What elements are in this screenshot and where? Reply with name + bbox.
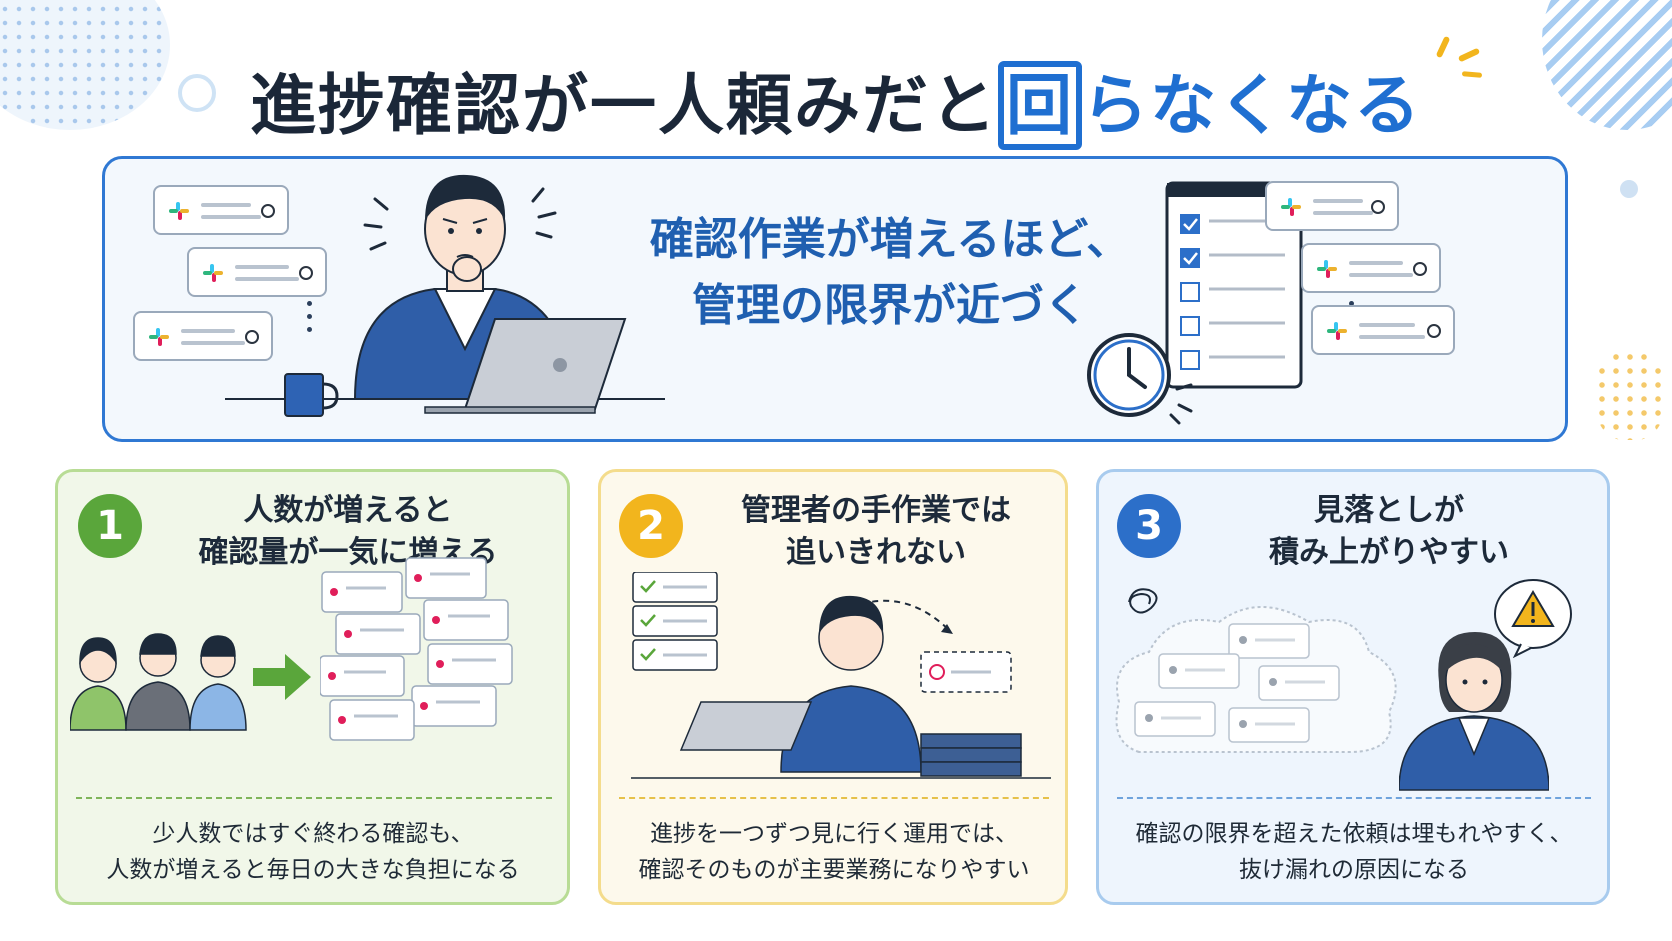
panel-1: 1 人数が増えると 確認量が一気に増える 少人数ではすぐ終わる確認も、 人数が増… xyxy=(55,469,570,905)
panel-3: 3 見落としが 積み上がりやすい 確認の限界を超えた依頼は埋もれやすく、 抜け漏… xyxy=(1096,469,1610,905)
panel-2: 2 管理者の手作業では 追いきれない 進捗を一つずつ見に行く運用では、 確認その… xyxy=(598,469,1068,905)
worried-man-illustration xyxy=(225,174,665,417)
panel-3-title: 見落としが 積み上がりやすい xyxy=(1269,493,1509,570)
step-badge-1: 1 xyxy=(78,494,142,558)
clock-icon xyxy=(1087,333,1193,425)
panel-3-description: 確認の限界を超えた依頼は埋もれやすく、 抜け漏れの原因になる xyxy=(1135,821,1573,883)
decorative-ring xyxy=(178,74,216,112)
slack-card xyxy=(1265,181,1399,231)
slack-card xyxy=(1301,243,1441,293)
hero-banner: 確認作業が増えるほど、 管理の限界が近づく xyxy=(102,156,1568,442)
slack-icon xyxy=(203,264,223,282)
laptop-icon xyxy=(424,318,627,414)
title-highlight: 回 xyxy=(998,61,1082,150)
step-badge-3: 3 xyxy=(1117,494,1181,558)
slack-icon xyxy=(1327,322,1347,340)
buried-requests-cloud xyxy=(1115,606,1397,753)
divider xyxy=(76,797,552,799)
slack-card xyxy=(187,247,327,297)
laptop-icon xyxy=(679,701,813,751)
slack-icon xyxy=(1317,260,1337,278)
decorative-dots xyxy=(0,0,170,130)
page-title: 進捗確認が一人頼みだと回らなくなる xyxy=(0,52,1672,150)
warning-icon xyxy=(1494,579,1572,658)
slack-card xyxy=(133,311,273,361)
panel-1-description: 少人数ではすぐ終わる確認も、 人数が増えると毎日の大きな負担になる xyxy=(106,821,520,883)
slack-card xyxy=(153,185,289,235)
team-members-illustration xyxy=(70,633,247,731)
manager-manual-work-illustration xyxy=(631,572,1051,779)
stacked-slack-cards xyxy=(320,557,513,741)
decorative-dots-yellow xyxy=(1595,350,1665,440)
divider xyxy=(1117,797,1591,799)
slack-icon xyxy=(169,202,189,220)
decorative-dot xyxy=(1620,180,1638,198)
panel-2-title: 管理者の手作業では 追いきれない xyxy=(741,493,1011,570)
slack-icon xyxy=(1281,198,1301,216)
hero-message: 確認作業が増えるほど、 管理の限界が近づく xyxy=(649,214,1131,331)
panel-2-description: 進捗を一つずつ見に行く運用では、 確認そのものが主要業務になりやすい xyxy=(638,821,1030,883)
slack-card xyxy=(1311,305,1455,355)
tangle-icon xyxy=(1128,588,1158,614)
arrow-right-icon xyxy=(253,654,311,700)
mug-icon xyxy=(284,373,339,417)
slack-icon xyxy=(149,328,169,346)
more-dots xyxy=(307,301,313,340)
worried-woman-illustration xyxy=(1399,632,1549,791)
step-badge-2: 2 xyxy=(619,494,683,558)
divider xyxy=(619,797,1049,799)
